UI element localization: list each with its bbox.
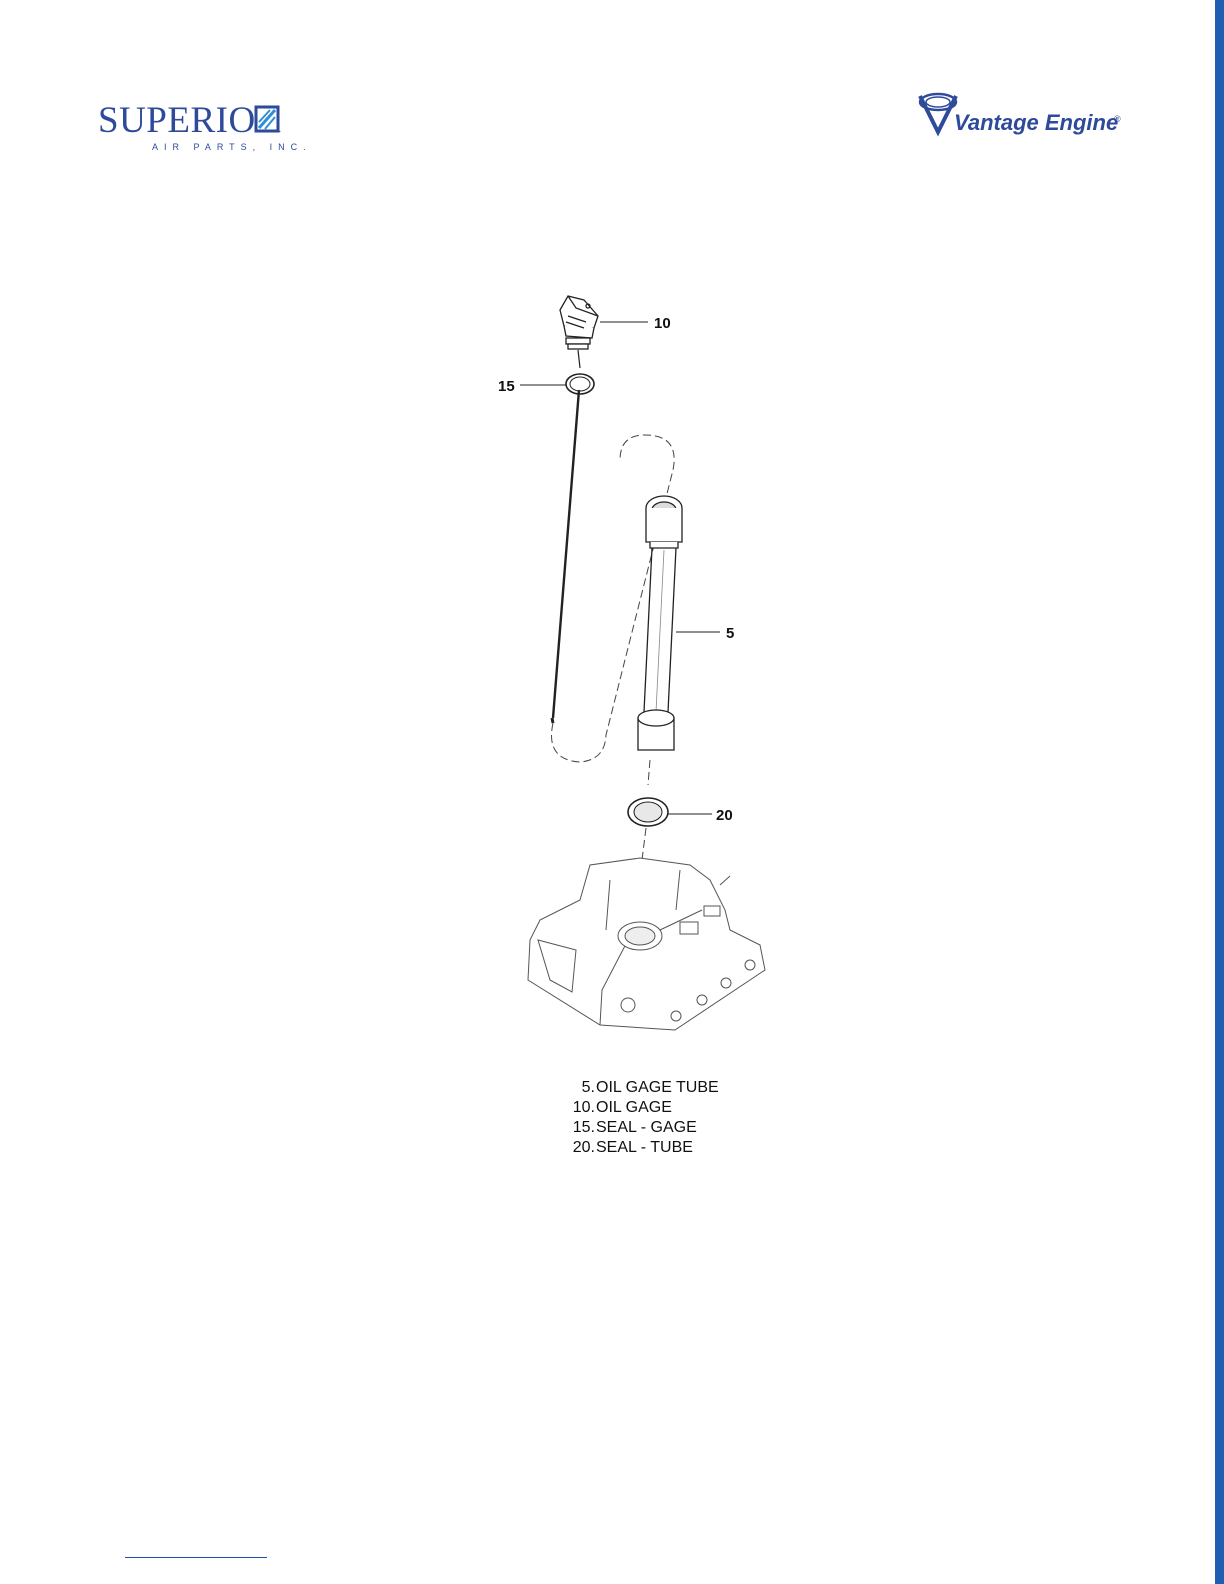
callout-10: 10 (600, 315, 671, 332)
callout-20: 20 (668, 807, 733, 824)
legend-item-label: SEAL - GAGE (596, 1118, 697, 1138)
vantage-engine-logo: Vantage Engine ® (916, 90, 1131, 140)
superior-wordmark: SUPERIOR (98, 100, 281, 141)
page-edge-bar (1215, 0, 1224, 1584)
oil-gage-tube-part (638, 496, 682, 750)
callout-number: 20 (716, 807, 733, 824)
oil-gage-part (560, 296, 598, 349)
callout-number: 10 (654, 315, 671, 332)
legend-item: 10. OIL GAGE (566, 1098, 766, 1118)
legend-item-number: 20. (566, 1138, 596, 1158)
callout-15: 15 (498, 378, 566, 395)
registered-mark: ® (1114, 114, 1121, 124)
callout-5: 5 (676, 625, 734, 642)
vantage-swoosh-icon (920, 94, 956, 132)
legend-item: 15. SEAL - GAGE (566, 1118, 766, 1138)
legend-item-label: OIL GAGE (596, 1098, 672, 1118)
callout-number: 5 (726, 625, 734, 642)
legend-item-number: 10. (566, 1098, 596, 1118)
parts-legend: 5. OIL GAGE TUBE 10. OIL GAGE 15. SEAL -… (566, 1078, 766, 1158)
legend-item: 20. SEAL - TUBE (566, 1138, 766, 1158)
crankcase-housing (528, 858, 765, 1030)
superior-tagline: AIR PARTS, INC. (152, 142, 312, 152)
legend-item-number: 5. (566, 1078, 596, 1098)
legend-item-label: SEAL - TUBE (596, 1138, 693, 1158)
seal-tube-part (628, 798, 668, 826)
seal-gage-part (566, 374, 594, 394)
superior-air-parts-logo: SUPERIOR AIR PARTS, INC. (96, 100, 326, 156)
superior-emblem-icon (256, 106, 278, 132)
oil-gage-exploded-diagram: 10 15 5 20 (480, 280, 780, 1060)
legend-item-label: OIL GAGE TUBE (596, 1078, 719, 1098)
dipstick-rod (553, 390, 579, 718)
footnote-separator (125, 1557, 267, 1558)
callout-number: 15 (498, 378, 515, 395)
vantage-wordmark: Vantage Engine (954, 110, 1118, 135)
legend-item-number: 15. (566, 1118, 596, 1138)
legend-item: 5. OIL GAGE TUBE (566, 1078, 766, 1098)
